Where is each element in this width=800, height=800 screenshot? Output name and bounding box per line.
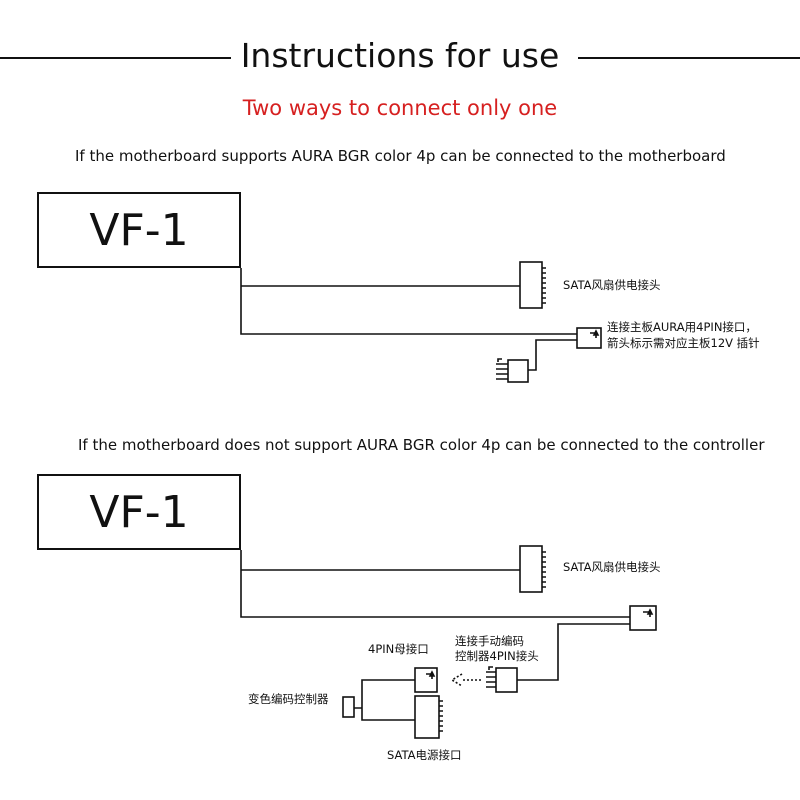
section2-caption: If the motherboard does not support AURA…	[78, 436, 765, 454]
section2-sata-label: SATA风扇供电接头	[563, 560, 661, 574]
section2-manual-label-line1: 连接手动编码	[455, 634, 524, 648]
section2-aura-wire	[240, 550, 630, 618]
page-subtitle: Two ways to connect only one	[242, 96, 558, 120]
section2-right-connector-icon	[629, 605, 657, 631]
section1-caption: If the motherboard supports AURA BGR col…	[75, 147, 726, 165]
section2-sata-connector-icon	[519, 545, 546, 593]
section1-branch-wire	[528, 339, 577, 371]
controller-icon	[342, 696, 355, 718]
controller-wire	[354, 679, 415, 721]
connect-arrow-icon	[450, 673, 481, 687]
section1-small-connector-icon	[496, 358, 529, 383]
controller-label: 变色编码控制器	[248, 692, 329, 706]
sata-power-connector-icon	[414, 695, 443, 739]
section1-aura-wire	[240, 268, 577, 335]
female-4pin-label: 4PIN母接口	[368, 642, 429, 656]
section2-manual-wire	[517, 623, 630, 681]
title-rule-right	[578, 57, 800, 59]
section2-model-box: VF-1	[37, 474, 241, 550]
section1-sata-connector-icon	[519, 261, 546, 309]
section1-sata-label: SATA风扇供电接头	[563, 278, 661, 292]
section1-aura-label-line1: 连接主板AURA用4PIN接口，	[607, 320, 757, 334]
section1-model-box: VF-1	[37, 192, 241, 268]
title-rule-left	[0, 57, 246, 59]
section1-aura-connector-icon	[576, 327, 602, 349]
sata-power-label: SATA电源接口	[387, 748, 462, 762]
section1-aura-label-line2: 箭头标示需对应主板12V 插针	[607, 336, 760, 350]
female-4pin-connector-icon	[414, 667, 438, 693]
section2-manual-connector-icon	[486, 666, 518, 693]
page-title: Instructions for use	[0, 36, 800, 75]
section2-manual-label-line2: 控制器4PIN接头	[455, 649, 539, 663]
